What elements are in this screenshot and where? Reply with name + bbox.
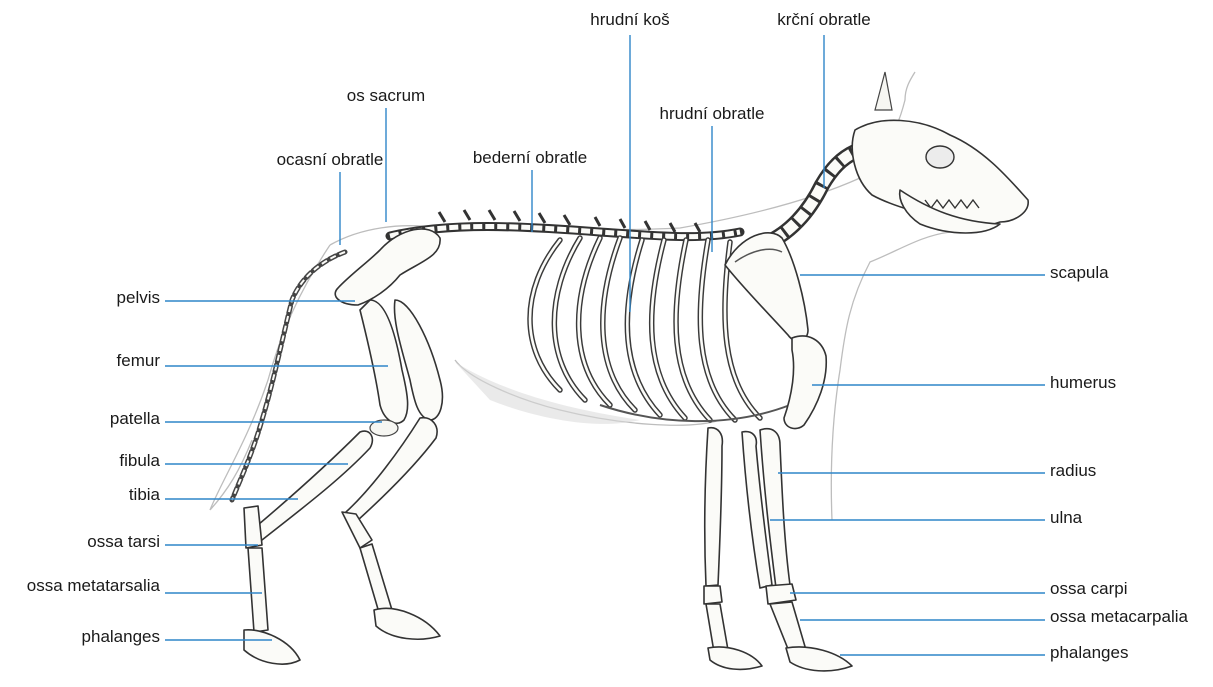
- label-os-sacrum: os sacrum: [347, 86, 425, 105]
- label-phalanges-fore: phalanges: [1050, 643, 1128, 662]
- scapula-bone: [725, 233, 808, 341]
- skull: [852, 72, 1028, 233]
- label-tibia: tibia: [129, 485, 161, 504]
- label-femur: femur: [117, 351, 161, 370]
- label-fibula: fibula: [119, 451, 160, 470]
- label-ulna: ulna: [1050, 508, 1083, 527]
- label-bederni-obratle: bederní obratle: [473, 148, 587, 167]
- label-scapula: scapula: [1050, 263, 1109, 282]
- label-hrudni-kos: hrudní koš: [590, 10, 669, 29]
- label-ossa-metatarsalia: ossa metatarsalia: [27, 576, 161, 595]
- spine: [390, 210, 740, 237]
- label-phalanges-hind: phalanges: [82, 627, 160, 646]
- cervical-vertebrae: [760, 152, 855, 246]
- label-ocasni-obratle: ocasní obratle: [277, 150, 384, 169]
- pelvis-bone: [335, 229, 440, 305]
- label-hrudni-obratle: hrudní obratle: [660, 104, 765, 123]
- label-pelvis: pelvis: [117, 288, 160, 307]
- label-krcni-obratle: krční obratle: [777, 10, 871, 29]
- label-ossa-carpi: ossa carpi: [1050, 579, 1127, 598]
- labels: hrudní koš krční obratle os sacrum hrudn…: [27, 10, 1189, 662]
- label-ossa-metacarpalia: ossa metacarpalia: [1050, 607, 1189, 626]
- label-radius: radius: [1050, 461, 1096, 480]
- label-patella: patella: [110, 409, 161, 428]
- label-ossa-tarsi: ossa tarsi: [87, 532, 160, 551]
- label-humerus: humerus: [1050, 373, 1116, 392]
